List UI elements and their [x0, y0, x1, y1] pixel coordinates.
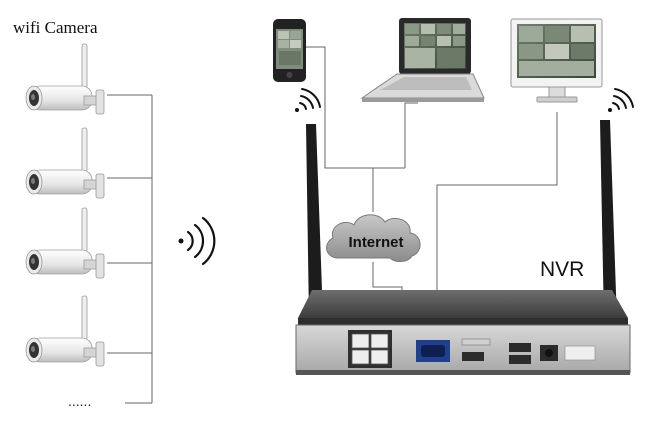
- usb-ports: [509, 343, 531, 364]
- wifi-signal-icon: [295, 88, 321, 112]
- wifi-signal-icon: [178, 216, 216, 266]
- smartphone: [273, 19, 306, 82]
- camera-4: [25, 295, 105, 367]
- power-port: [540, 345, 558, 361]
- monitor: [510, 18, 603, 103]
- wifi-signal-icon: [608, 88, 634, 112]
- camera-3: [25, 207, 105, 279]
- hdmi-port: [461, 338, 491, 361]
- wifi-camera-label: wifi Camera: [13, 18, 98, 37]
- camera-2: [25, 127, 105, 199]
- internet-label: Internet: [348, 234, 403, 251]
- laptop: [360, 18, 485, 102]
- more-cameras-ellipsis: ......: [68, 393, 91, 409]
- nvr-label: NVR: [540, 258, 584, 281]
- lan-ports: [348, 330, 392, 368]
- camera-wiring: [107, 94, 153, 404]
- internet-cloud: [326, 214, 421, 262]
- nvr-recorder: [295, 290, 631, 375]
- camera-1: [25, 43, 105, 115]
- vga-port: [416, 340, 450, 362]
